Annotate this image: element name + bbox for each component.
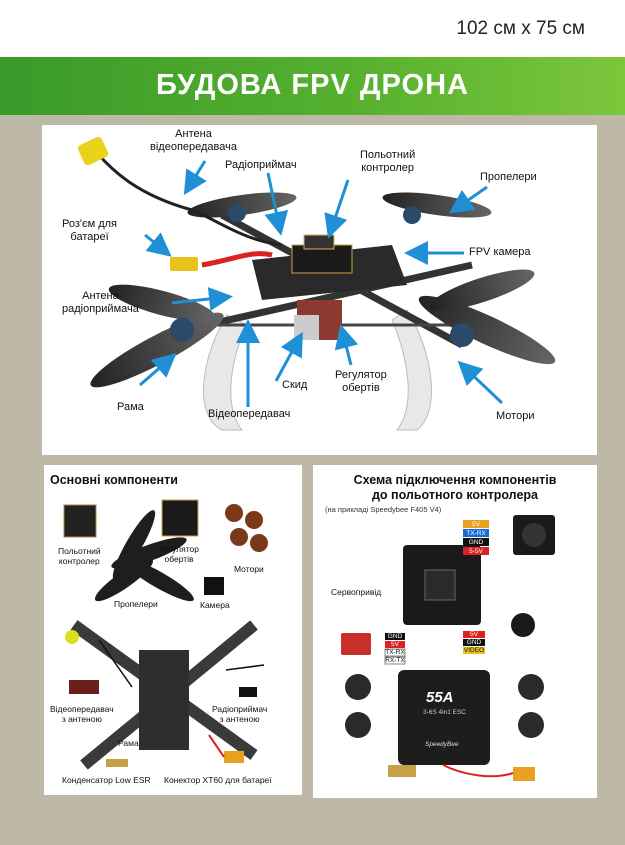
label-motors: Мотори	[496, 410, 535, 422]
comp-label-fc: Польотний контролер	[58, 546, 101, 566]
label-flight-controller: Польотний контролер	[360, 149, 416, 174]
comp-label-motors: Мотори	[234, 564, 264, 574]
drone-diagram-panel: Антена відеопередавача Радіоприймач Поль…	[42, 125, 597, 455]
label-receiver: Радіоприймач	[225, 159, 297, 171]
comp-label-xt60: Конектор XT60 для батареї	[164, 775, 272, 785]
vtx-pin-2: GND	[466, 639, 482, 646]
cam-pin-4: 5-5V	[469, 548, 483, 555]
label-esc: Регулятор обертів	[335, 369, 387, 394]
label-receiver-antenna: Антена радіоприймача	[62, 290, 139, 315]
rx-pin-4: RX-TX	[385, 657, 405, 664]
label-skid: Скид	[282, 379, 308, 391]
label-frame: Рама	[117, 401, 144, 413]
title-banner: БУДОВА FPV ДРОНА	[0, 57, 625, 115]
components-title: Основні компоненти	[50, 473, 178, 487]
wiring-title: Схема підключення компонентів до польотн…	[353, 473, 557, 502]
comp-label-esc: Регулятор обертів	[159, 544, 200, 564]
rx-pin-3: TX-RX	[385, 649, 405, 656]
comp-label-props: Пропелери	[114, 599, 158, 609]
esc-brand: SpeedyBee	[425, 741, 459, 748]
size-label: 102 см х 75 см	[456, 18, 585, 39]
rx-pin-1: GND	[387, 633, 403, 640]
wiring-panel: Схема підключення компонентів до польотн…	[313, 465, 597, 798]
comp-label-frame: Рама	[118, 738, 139, 748]
label-fpv-camera: FPV камера	[469, 246, 531, 258]
poster-title: БУДОВА FPV ДРОНА	[156, 69, 469, 101]
cam-pin-1: 5V	[472, 521, 480, 528]
comp-label-vtx: Відеопередавач з антеною	[50, 704, 114, 724]
drone-illustration	[77, 136, 556, 431]
components-panel: Основні компоненти Польотний кон	[44, 465, 302, 795]
cam-pin-2: TX-RX	[466, 530, 486, 537]
comp-label-camera: Камера	[200, 600, 230, 610]
label-vtx: Відеопередавач	[208, 408, 291, 420]
esc-rating: 55A	[426, 689, 454, 706]
comp-label-receiver: Радіоприймач з антеною	[212, 704, 268, 724]
comp-label-capacitor: Конденсатор Low ESR	[62, 775, 151, 785]
vtx-pin-1: 5V	[470, 631, 478, 638]
cam-pin-3: GND	[468, 539, 484, 546]
servo-label: Сервопривід	[331, 587, 382, 597]
vtx-pin-3: VIDEO	[463, 647, 485, 654]
components-illustration	[63, 499, 268, 770]
rx-pin-2: 5V	[391, 641, 399, 648]
label-battery-connector: Роз'єм для батареї	[62, 218, 118, 243]
esc-sub: 3-6S 4in1 ESC	[423, 709, 466, 716]
wiring-subtitle: (на прикладі Speedybee F405 V4)	[325, 505, 442, 514]
label-propellers: Пропелери	[480, 171, 537, 183]
wiring-illustration	[341, 515, 555, 781]
label-vtx-antenna: Антена відеопередавача	[150, 128, 237, 153]
